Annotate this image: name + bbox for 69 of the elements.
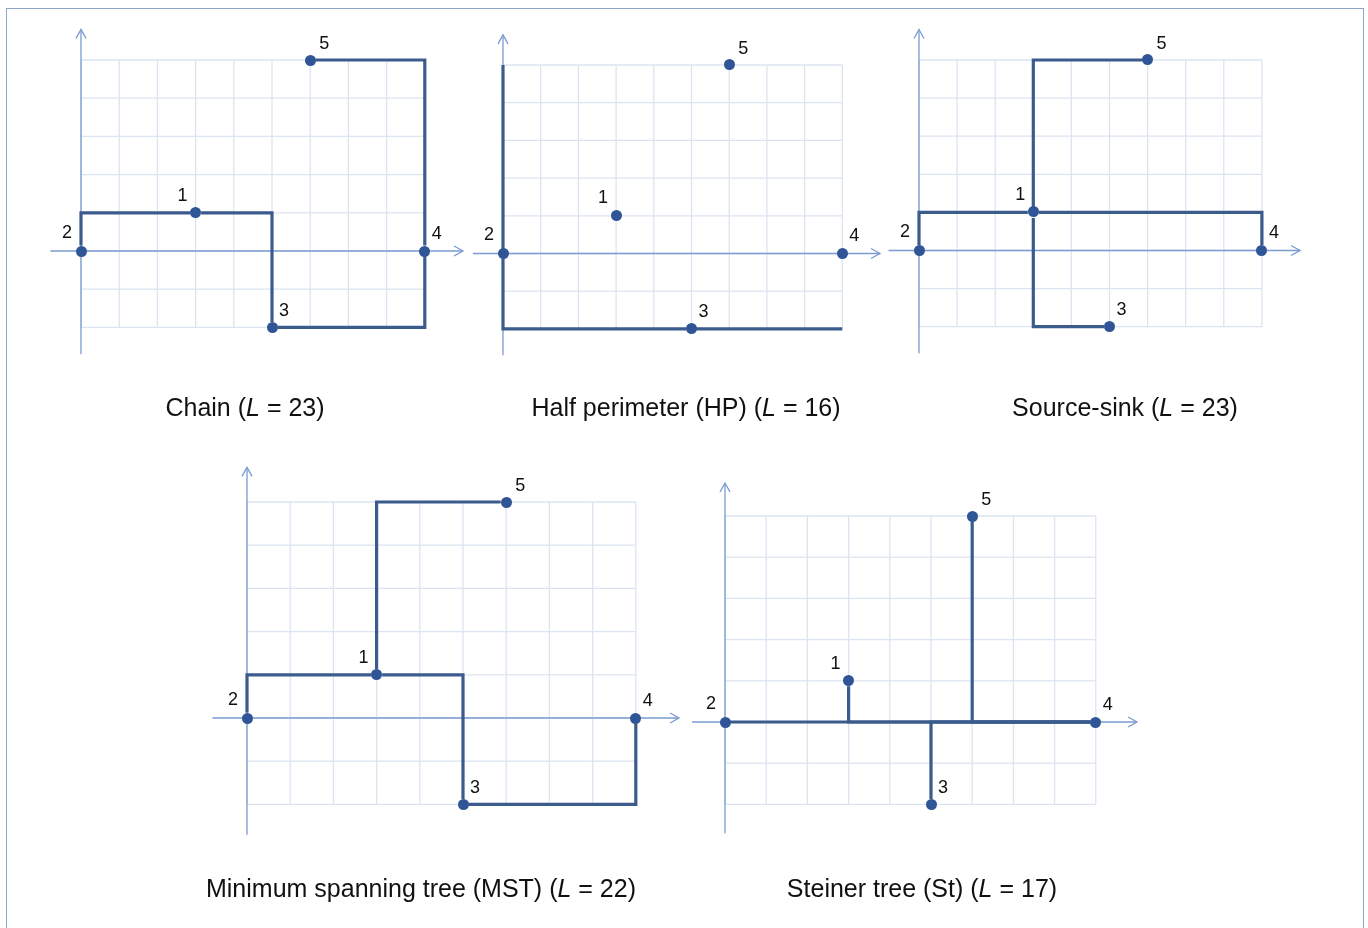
panel-label: Half perimeter (HP) (L = 16) (531, 392, 841, 422)
terminal-number: 1 (358, 647, 369, 666)
terminal-dot (1090, 716, 1102, 728)
terminal-number: 4 (642, 691, 653, 709)
terminal-number: 4 (1268, 223, 1279, 241)
terminal-number: 5 (515, 476, 526, 494)
terminal-number: 2 (900, 222, 910, 240)
terminal-dot (241, 712, 253, 724)
terminal-dot (1027, 206, 1039, 218)
terminal-dot (610, 209, 622, 221)
terminal-dot (719, 716, 731, 728)
panel-label: Steiner tree (St) (L = 17) (786, 873, 1058, 903)
wire (245, 673, 372, 713)
terminal-number: 5 (1156, 33, 1167, 52)
terminal-number: 5 (981, 490, 992, 508)
terminal-dot (966, 510, 978, 522)
terminal-dot (1256, 244, 1268, 256)
terminal-dot (1142, 54, 1154, 65)
terminal-dot (723, 59, 735, 70)
wire (1031, 217, 1104, 328)
terminal-number: 4 (849, 226, 860, 244)
terminal-dot (843, 675, 855, 687)
wire (468, 723, 638, 806)
terminal-number: 3 (279, 301, 289, 320)
terminal-dot (686, 322, 697, 334)
terminal-dot (913, 244, 925, 256)
terminal-number: 3 (938, 778, 948, 797)
wire (315, 58, 427, 246)
terminal-number: 2 (228, 690, 238, 708)
terminal-number: 1 (1015, 184, 1026, 203)
terminal-dot (1104, 320, 1115, 332)
terminal-dot (925, 798, 937, 810)
wire (277, 256, 427, 329)
terminal-dot (304, 54, 316, 66)
wire (970, 521, 1091, 724)
terminal-dot (500, 496, 512, 508)
wire (79, 211, 191, 246)
terminal-dot (457, 798, 469, 810)
wire (917, 210, 1028, 245)
terminal-dot (497, 247, 509, 259)
terminal-number: 3 (470, 778, 480, 797)
terminal-number: 1 (177, 185, 188, 204)
wire (382, 673, 465, 799)
terminal-dot (630, 712, 642, 724)
wire (201, 211, 274, 322)
terminal-dot (371, 669, 383, 681)
terminal-number: 3 (1116, 300, 1127, 319)
terminal-number: 4 (431, 224, 442, 242)
wire (1031, 57, 1143, 207)
terminal-dot (419, 245, 431, 257)
terminal-number: 5 (319, 34, 330, 52)
panel-label: Chain (L = 23) (165, 392, 325, 422)
terminal-dot (190, 207, 202, 219)
terminal-dot (75, 245, 87, 257)
terminal-number: 2 (706, 694, 716, 712)
terminal-dot (836, 247, 848, 259)
terminal-number: 1 (830, 653, 841, 672)
terminal-number: 2 (62, 223, 72, 241)
terminal-number: 5 (738, 38, 749, 57)
wire (375, 500, 501, 670)
wire (1038, 210, 1264, 245)
terminal-number: 2 (484, 225, 494, 243)
terminal-dot (266, 321, 278, 333)
terminal-number: 4 (1102, 695, 1113, 713)
panel-label: Source-sink (L = 23) (1012, 392, 1238, 422)
wire (501, 258, 686, 330)
terminal-number: 3 (698, 302, 709, 321)
terminal-number: 1 (598, 188, 609, 207)
panel-label: Minimum spanning tree (MST) (L = 22) (206, 873, 636, 903)
